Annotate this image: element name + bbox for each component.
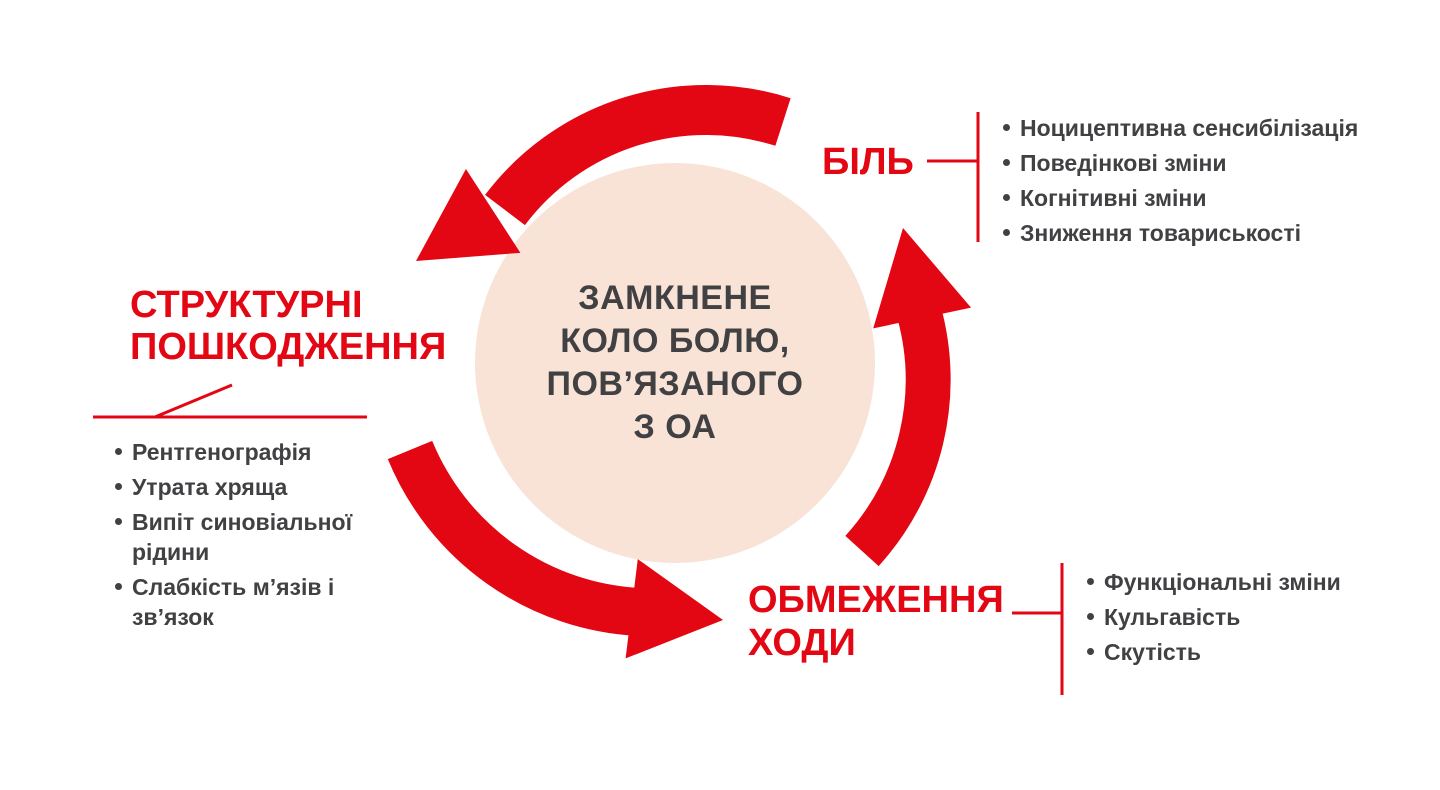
bullet-item: Кульгавість xyxy=(1086,602,1426,632)
cycle-center-label: ЗАМКНЕНЕ КОЛО БОЛЮ, ПОВ’ЯЗАНОГО З ОА xyxy=(475,163,875,563)
node-title-pain: БІЛЬ xyxy=(822,141,914,183)
bullet-item: Когнітивні зміни xyxy=(1002,183,1402,213)
bullet-item: Функціональні зміни xyxy=(1086,567,1426,597)
arrow-gait-to-pain xyxy=(845,228,972,567)
bullet-item: Утрата хряща xyxy=(114,472,376,502)
bullet-item: Поведінкові зміни xyxy=(1002,148,1402,178)
pain-connector xyxy=(927,112,980,242)
center-label-line: ЗАМКНЕНЕ xyxy=(578,279,772,317)
bullet-item: Слабкість м’язів і зв’язок xyxy=(114,572,376,632)
bullet-item: Зниження товариськості xyxy=(1002,218,1402,248)
center-label-line: З ОА xyxy=(633,408,717,446)
bullet-item: Ноцицептивна сенсибілізація xyxy=(1002,113,1402,143)
cycle-center-circle xyxy=(475,163,875,563)
structural-title-line2: ПОШКОДЖЕННЯ xyxy=(130,326,447,368)
gait-title-line1: ОБМЕЖЕННЯ xyxy=(748,579,1004,621)
node-title-gait-limitation: ОБМЕЖЕННЯ ХОДИ xyxy=(748,579,1004,665)
bullet-item: Скутість xyxy=(1086,637,1426,667)
center-label-line: ПОВ’ЯЗАНОГО xyxy=(546,365,804,403)
arrow-structural-to-gait xyxy=(387,440,723,659)
center-label-line: КОЛО БОЛЮ, xyxy=(560,322,790,360)
structural-title-line1: СТРУКТУРНІ xyxy=(130,284,363,326)
bullet-item: Рентгенографія xyxy=(114,437,376,467)
structural-connector xyxy=(93,383,367,419)
bullet-item: Випіт синовіальної рідини xyxy=(114,507,376,567)
gait-title-line2: ХОДИ xyxy=(748,622,856,664)
arrow-pain-to-structural xyxy=(416,84,791,261)
node-title-structural-damage: СТРУКТУРНІ ПОШКОДЖЕННЯ xyxy=(130,284,446,368)
gait-connector xyxy=(1012,563,1064,695)
